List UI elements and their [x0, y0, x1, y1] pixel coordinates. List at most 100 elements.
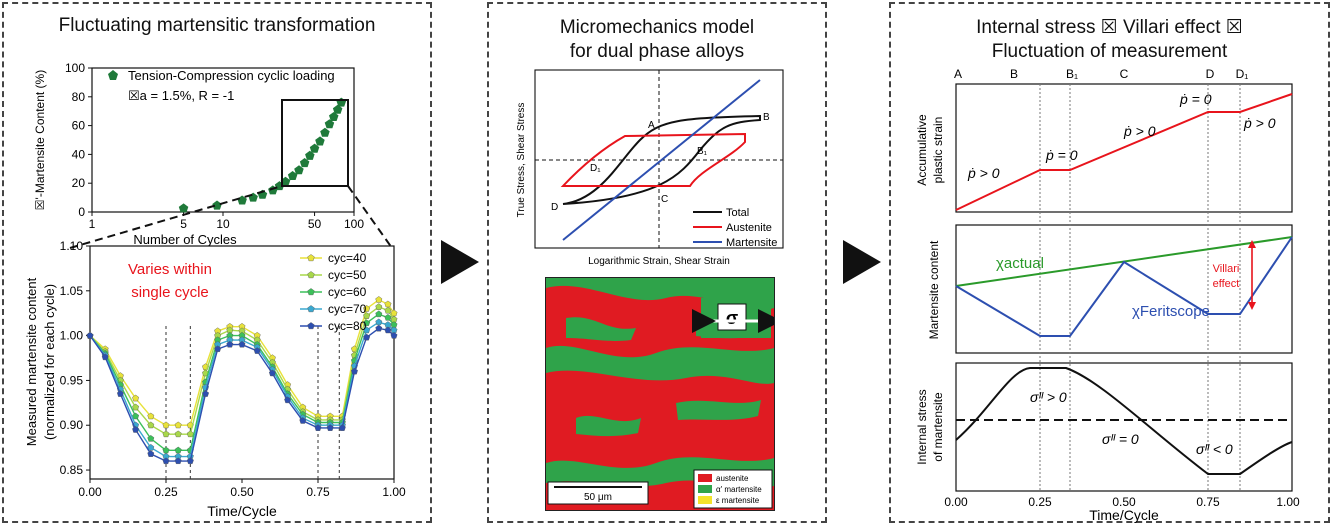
- bottom-left-ytick-label: 0.95: [60, 373, 84, 387]
- legend-series-label: cyc=50: [328, 268, 367, 282]
- bottom-left-xtick-label: 0.75: [306, 485, 330, 499]
- series-point: [363, 333, 371, 341]
- hysteresis-ylabel: True Stress, Shear Stress: [516, 103, 527, 218]
- pdot-gt-3: ṗ > 0: [1243, 115, 1276, 131]
- bottom-left-xlabel: Time/Cycle: [207, 503, 277, 519]
- middle-title-2: for dual phase alloys: [569, 41, 745, 62]
- internal-stress-frame: [955, 362, 1293, 492]
- phase-c: C: [1120, 67, 1129, 81]
- microstructure-image: σ 50 μm austenite α' martensite ε marten…: [546, 278, 774, 510]
- scatter-point: [324, 119, 335, 129]
- right-panel: Internal stress ☒ Villari effect ☒ Fluct…: [889, 2, 1330, 523]
- right-xtick-1: 0.25: [1028, 495, 1052, 509]
- series-point: [268, 369, 276, 377]
- scatter-point: [329, 112, 339, 121]
- map-legend-alpha: α' martensite: [716, 485, 762, 494]
- sig-eq-label: σᴵᴵ = 0: [1102, 431, 1139, 447]
- series-line: [89, 327, 395, 462]
- top-left-xtick-label: 10: [216, 217, 230, 231]
- bottom-left-ytick-label: 1.05: [60, 284, 84, 298]
- legend-marker-icon: [108, 70, 118, 80]
- series-line: [89, 321, 395, 458]
- map-legend-swatch-epsilon: [698, 496, 712, 504]
- arrow-right-icon-2: [843, 240, 881, 284]
- series-line: [89, 306, 395, 435]
- chi-feritscope-curve: [955, 236, 1293, 337]
- series-point: [238, 340, 246, 348]
- stress-ylabel-1: Internal stress: [915, 389, 929, 464]
- phase-d: D: [1206, 67, 1215, 81]
- legend-swatch-marker: [307, 322, 315, 330]
- hysteresis-xlabel: Logarithmic Strain, Shear Strain: [588, 256, 730, 267]
- plastic-ylabel-2: plastic strain: [931, 117, 945, 184]
- zoom-line-left: [69, 185, 283, 249]
- zoom-box: [281, 99, 349, 187]
- series-point: [326, 424, 334, 431]
- legend-austenite: Austenite: [726, 222, 772, 234]
- bottom-left-ytick-label: 1.00: [60, 329, 84, 343]
- annotation-line-1: Varies within: [128, 261, 212, 278]
- series-point: [202, 390, 210, 397]
- legend-series-label: cyc=80: [328, 319, 367, 333]
- stress-ylabel-2: of martensite: [931, 392, 945, 462]
- series-point: [384, 314, 392, 321]
- annotation-line-2: single cycle: [131, 284, 209, 301]
- bottom-left-ylabel-1: Measured martensite content: [24, 277, 39, 446]
- map-legend-swatch-austenite: [698, 474, 712, 482]
- series-point: [101, 353, 109, 361]
- chi-actual-label: χactual: [996, 255, 1044, 272]
- top-left-ytick-label: 80: [72, 90, 86, 104]
- middle-panel: Micromechanics model for dual phase allo…: [487, 2, 827, 523]
- pdot-eq-1: ṗ = 0: [1045, 147, 1078, 163]
- series-point: [284, 396, 292, 404]
- right-title-1: Internal stress ☒ Villari effect ☒: [976, 17, 1243, 38]
- series-line: [89, 313, 395, 451]
- scatter-point: [299, 158, 310, 168]
- left-panel: Fluctuating martensitic transformation: [2, 2, 432, 523]
- top-left-xtick-label: 1: [89, 217, 96, 231]
- sig-lt-label: σᴵᴵ < 0: [1196, 441, 1233, 457]
- top-left-xtick-label: 100: [344, 217, 364, 231]
- legend-series-label: cyc=40: [328, 251, 367, 265]
- series-point: [384, 306, 392, 314]
- legend-swatch-marker: [307, 271, 315, 279]
- plastic-strain-frame: [955, 83, 1293, 213]
- right-xtick-0: 0.00: [944, 495, 968, 509]
- series-line: [89, 298, 395, 426]
- series-point: [338, 424, 346, 431]
- series-point: [86, 331, 94, 339]
- phase-b: B: [1010, 67, 1018, 81]
- bottom-left-ytick-label: 1.10: [60, 239, 84, 253]
- loop-austenite: [560, 132, 746, 187]
- scatter-point: [332, 104, 343, 114]
- series-point: [384, 326, 392, 334]
- series-point: [214, 345, 222, 352]
- series-point: [363, 326, 371, 334]
- series-point: [132, 394, 140, 402]
- point-b: B: [763, 112, 770, 123]
- map-legend-epsilon: ε martensite: [716, 496, 760, 505]
- top-left-xlabel: Number of Cycles: [133, 232, 237, 247]
- legend-swatch-marker: [307, 288, 315, 296]
- series-point: [162, 430, 170, 438]
- phase-d1: D₁: [1236, 67, 1249, 81]
- pdot-gt-1: ṗ > 0: [967, 165, 1000, 181]
- series-point: [350, 367, 358, 375]
- top-left-ytick-label: 40: [72, 147, 86, 161]
- line-martensite: [562, 79, 761, 241]
- top-left-xtick-label: 50: [308, 217, 322, 231]
- scatter-point: [178, 203, 189, 213]
- series-point: [375, 324, 383, 332]
- legend-swatch-marker: [307, 254, 315, 262]
- right-xtick-3: 0.75: [1196, 495, 1220, 509]
- series-point: [253, 347, 261, 354]
- scatter-point: [212, 200, 222, 210]
- series-point: [132, 426, 140, 433]
- series-point: [174, 457, 182, 464]
- series-point: [174, 430, 182, 438]
- right-xtick-4: 1.00: [1276, 495, 1300, 509]
- scatter-point: [294, 165, 304, 175]
- scatter-point: [280, 176, 291, 186]
- top-left-ytick-label: 60: [72, 119, 86, 133]
- series-point: [375, 310, 383, 318]
